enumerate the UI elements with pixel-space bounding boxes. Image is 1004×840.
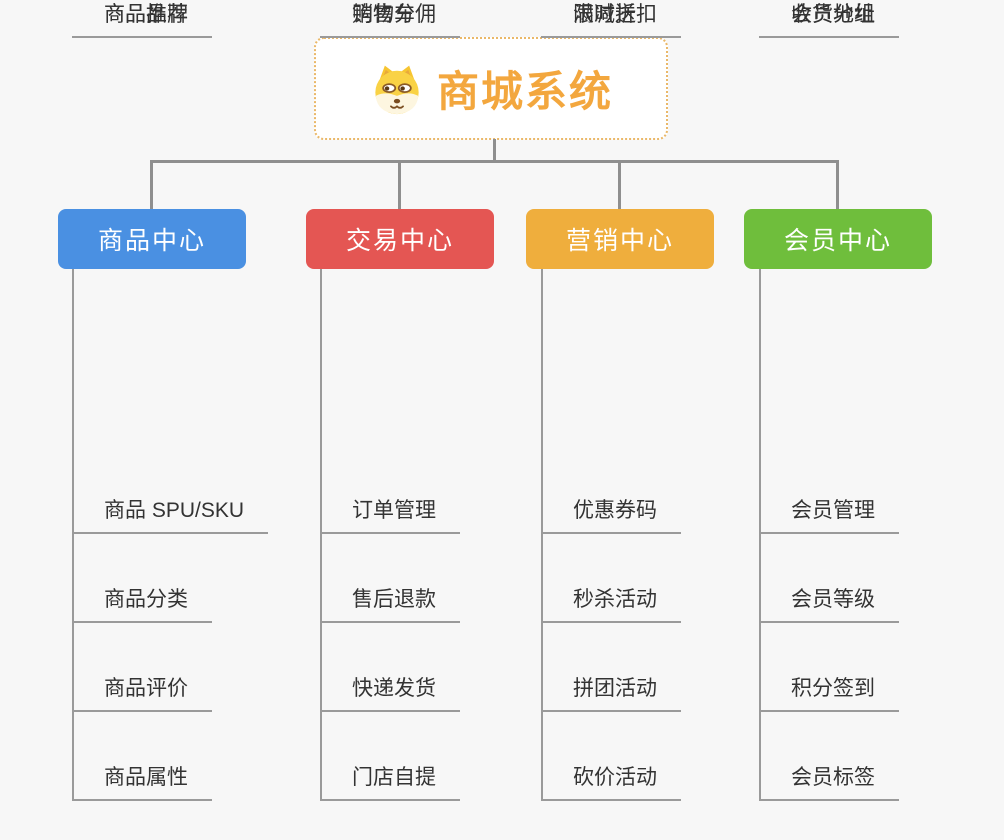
branch-node-trade[interactable]: 交易中心	[306, 209, 494, 269]
leaf-node[interactable]: 商品 SPU/SKU	[72, 496, 269, 534]
leaf-node[interactable]: 售后退款	[320, 585, 460, 623]
leaf-node[interactable]: 拼团活动	[541, 674, 681, 712]
connector-stub	[836, 160, 839, 210]
leaf-node[interactable]: 满减送	[541, 0, 660, 38]
leaf-node[interactable]: 商品属性	[72, 763, 212, 801]
leaf-node[interactable]: 秒杀活动	[541, 585, 681, 623]
leaf-node[interactable]: 门店自提	[320, 763, 460, 801]
leaf-node[interactable]: 会员标签	[759, 763, 899, 801]
branch-spine	[541, 269, 543, 801]
leaf-node[interactable]: 订单管理	[320, 496, 460, 534]
connector-stub	[618, 160, 621, 210]
leaf-node[interactable]: 砍价活动	[541, 763, 681, 801]
leaf-node[interactable]: 积分签到	[759, 674, 899, 712]
leaf-node[interactable]: 商品分类	[72, 585, 212, 623]
leaf-node[interactable]: 收货地址	[759, 0, 899, 38]
branch-node-members[interactable]: 会员中心	[744, 209, 932, 269]
leaf-node[interactable]: 优惠券码	[541, 496, 681, 534]
connector-stub	[150, 160, 153, 210]
leaf-node[interactable]: 快递发货	[320, 674, 460, 712]
connector-stub	[398, 160, 401, 210]
leaf-node[interactable]: 会员管理	[759, 496, 899, 534]
leaf-node[interactable]: 会员等级	[759, 585, 899, 623]
branch-spine	[759, 269, 761, 801]
leaf-node[interactable]: 商品评价	[72, 674, 212, 712]
connector-horizontal	[150, 160, 839, 163]
root-title: 商城系统	[436, 68, 613, 115]
branch-spine	[320, 269, 322, 801]
branch-node-marketing[interactable]: 营销中心	[526, 209, 714, 269]
dog-face-icon	[369, 63, 425, 115]
leaf-node[interactable]: 销售分佣	[320, 0, 460, 38]
root-node[interactable]: 商城系统	[314, 37, 668, 140]
branch-spine	[72, 269, 74, 801]
connector-root-trunk	[493, 139, 496, 162]
leaf-node[interactable]: 商品品牌	[72, 0, 212, 38]
branch-node-products[interactable]: 商品中心	[58, 209, 246, 269]
